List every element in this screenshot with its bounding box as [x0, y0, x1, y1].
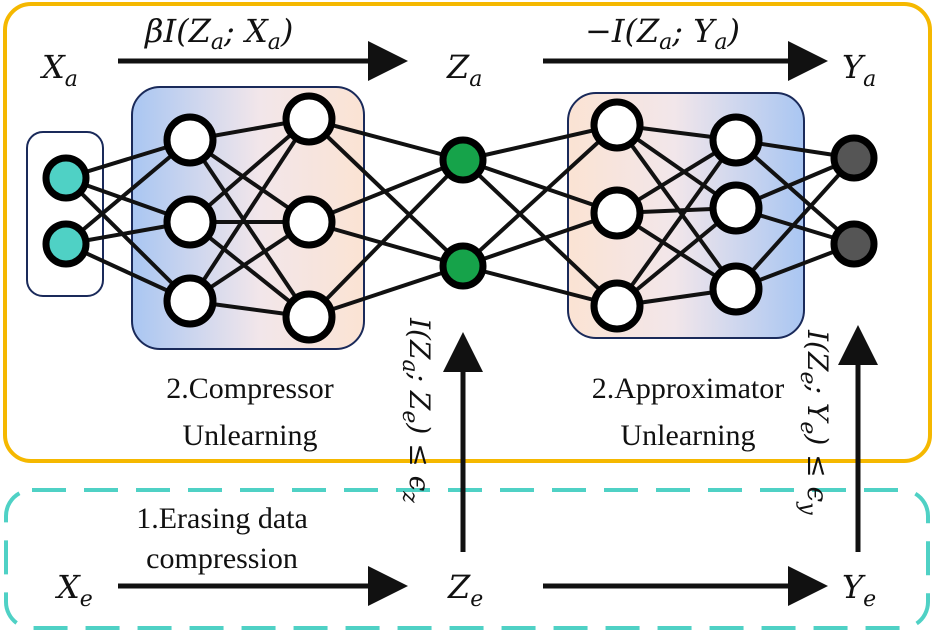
- edge-latent-0-to-app1-1: [462, 158, 618, 215]
- app2-node-2: [709, 181, 763, 235]
- edge-input-1-to-comp1-0: [64, 138, 192, 246]
- input-node-1: [42, 154, 90, 202]
- output-node-2: [830, 220, 878, 268]
- latent-node-1: [439, 136, 487, 184]
- erasing-region-box: [4, 488, 930, 630]
- approximator-caption-line1: 2.Approximator: [592, 372, 784, 405]
- constraint-z-label: I(Za; Ze) ≤ ϵz: [397, 317, 436, 503]
- comp2-node-2: [282, 195, 336, 249]
- edge-comp2-2-to-latent-0: [307, 158, 465, 319]
- label-compression-term: βI(Za; Xa): [144, 12, 293, 55]
- app1-node-2: [590, 186, 644, 240]
- edge-input-0-to-comp1-2: [64, 176, 192, 303]
- label-za: Za: [446, 48, 482, 92]
- edge-comp1-2-to-comp2-0: [188, 117, 311, 303]
- app1-node-1: [590, 98, 644, 152]
- edge-comp2-1-to-latent-0: [308, 158, 464, 224]
- label-ze: Ze: [447, 568, 483, 612]
- erasing-caption-line1: 1.Erasing data: [136, 502, 308, 535]
- compressor-caption-line1: 2.Compressor: [166, 372, 334, 405]
- app1-node-3: [590, 279, 644, 333]
- comp2-node-3: [282, 290, 336, 344]
- app2-node-1: [709, 113, 763, 167]
- edge-latent-1-to-app1-1: [462, 211, 618, 268]
- unlearning-region-box: [3, 2, 932, 463]
- edge-latent-1-to-app1-0: [461, 123, 619, 268]
- network-nodes: [42, 92, 878, 344]
- approximator-caption-line2: Unlearning: [621, 419, 756, 452]
- constraint-y-label: I(Ze; Ye) ≤ ϵy: [795, 329, 834, 515]
- edge-latent-1-to-app1-2: [462, 264, 618, 308]
- output-node-1: [830, 134, 878, 182]
- edge-app1-2-to-app2-0: [615, 138, 738, 308]
- latent-node-2: [439, 242, 487, 290]
- comp1-node-3: [163, 274, 217, 328]
- label-prediction-term: −I(Za; Ya): [585, 12, 740, 55]
- edge-comp1-0-to-comp2-2: [188, 138, 311, 319]
- edge-latent-0-to-app1-2: [461, 158, 619, 308]
- label-xa: Xa: [39, 48, 78, 92]
- label-ye: Ye: [842, 568, 876, 612]
- edge-app1-0-to-app2-2: [615, 123, 738, 291]
- comp2-node-1: [282, 92, 336, 146]
- edge-app2-2-to-output-0: [734, 156, 856, 291]
- input-node-2: [42, 220, 90, 268]
- comp1-node-1: [163, 113, 217, 167]
- erasing-caption-line2: compression: [146, 542, 298, 575]
- label-ya: Ya: [842, 48, 876, 92]
- edge-comp2-0-to-latent-0: [308, 117, 464, 162]
- edge-comp2-2-to-latent-1: [308, 264, 464, 319]
- edge-comp2-1-to-latent-1: [308, 220, 464, 268]
- comp1-node-2: [163, 195, 217, 249]
- app2-node-3: [709, 262, 763, 316]
- compressor-caption-line2: Unlearning: [183, 419, 318, 452]
- label-xe: Xe: [54, 568, 93, 612]
